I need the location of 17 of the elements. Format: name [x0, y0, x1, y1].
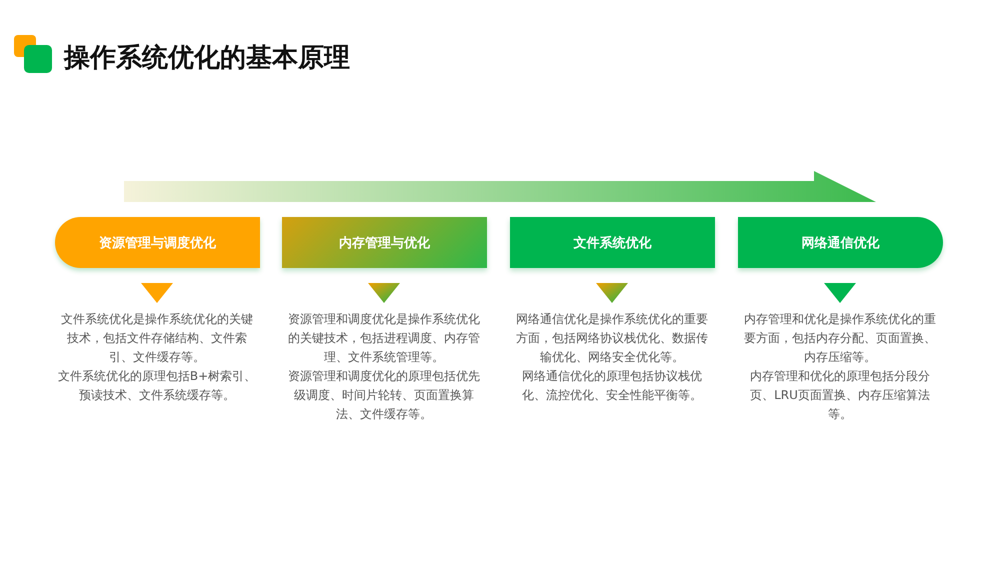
- description-text: 文件系统优化是操作系统优化的关键技术，包括文件存储结构、文件索引、文件缓存等。: [60, 311, 254, 366]
- description-text: 内存管理和优化的原理包括分段分页、LRU页面置换、内存压缩算法等。: [749, 368, 931, 423]
- description-text: 网络通信优化的原理包括协议栈优化、流控优化、安全性能平衡等。: [521, 368, 703, 404]
- description-text: 资源管理和调度优化是操作系统优化的关键技术，包括进程调度、内存管理、文件系统管理等。: [287, 311, 481, 366]
- phase-title: 内存管理与优化: [339, 234, 430, 252]
- phase-box: [282, 217, 487, 268]
- description-text: 资源管理和调度优化的原理包括优先级调度、时间片轮转、页面置换算法、文件缓存等。: [287, 368, 481, 423]
- phase-box: [738, 217, 943, 268]
- phase-box: [510, 217, 715, 268]
- phase-title: 资源管理与调度优化: [99, 234, 216, 252]
- slide-title: 操作系统优化的基本原理: [64, 42, 350, 75]
- description-text: 内存管理和优化是操作系统优化的重要方面，包括内存分配、页面置换、内存压缩等。: [743, 311, 937, 366]
- description-text: 网络通信优化是操作系统优化的重要方面，包括网络协议栈优化、数据传输优化、网络安全优化等。: [515, 311, 709, 366]
- phase-box: [55, 217, 260, 268]
- phase-title: 网络通信优化: [802, 234, 880, 252]
- phase-title: 文件系统优化: [574, 234, 652, 252]
- description-text: 文件系统优化的原理包括B+树索引、预读技术、文件系统缓存等。: [57, 368, 257, 404]
